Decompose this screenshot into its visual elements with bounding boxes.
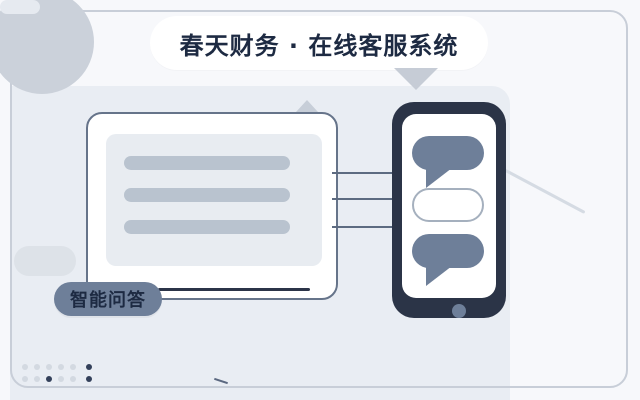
system-title-badge: 春天财务 · 在线客服系统 xyxy=(150,16,488,70)
decorative-dot xyxy=(58,376,64,382)
decorative-dot xyxy=(86,376,92,382)
connection-line xyxy=(332,226,402,228)
connection-line xyxy=(332,198,402,200)
corner-circle-decoration xyxy=(0,0,94,94)
title-pointer-icon xyxy=(394,68,438,90)
chat-bubble-icon xyxy=(412,136,484,170)
decorative-dot xyxy=(58,364,64,370)
outer-frame xyxy=(10,10,628,388)
left-pill-decoration xyxy=(14,246,76,276)
decorative-dot xyxy=(46,376,52,382)
document-underline xyxy=(158,288,310,291)
decorative-dot xyxy=(86,364,92,370)
document-line xyxy=(124,188,290,202)
decorative-dot xyxy=(46,364,52,370)
decorative-dot xyxy=(22,364,28,370)
decorative-dot xyxy=(70,364,76,370)
decorative-dot xyxy=(34,376,40,382)
decorative-dot xyxy=(34,364,40,370)
dot-pattern-decoration xyxy=(22,364,102,388)
decorative-dot xyxy=(70,376,76,382)
chat-bubble-icon xyxy=(412,234,484,268)
document-line xyxy=(124,220,290,234)
phone-chat-icon xyxy=(392,102,506,318)
connection-line xyxy=(332,172,402,174)
empty-chat-bubble-icon xyxy=(412,188,484,222)
document-content-area xyxy=(106,134,322,266)
chat-bubble-tail-icon xyxy=(426,266,452,286)
feature-label-chip: 智能问答 xyxy=(54,282,162,316)
phone-screen xyxy=(402,114,496,318)
chat-bubble-tail-icon xyxy=(426,168,452,188)
decorative-dot xyxy=(22,376,28,382)
document-pointer-icon xyxy=(296,100,318,112)
document-line xyxy=(124,156,290,170)
document-card-icon xyxy=(86,112,338,300)
phone-home-button-icon xyxy=(452,304,466,318)
corner-circle-highlight xyxy=(0,0,40,14)
